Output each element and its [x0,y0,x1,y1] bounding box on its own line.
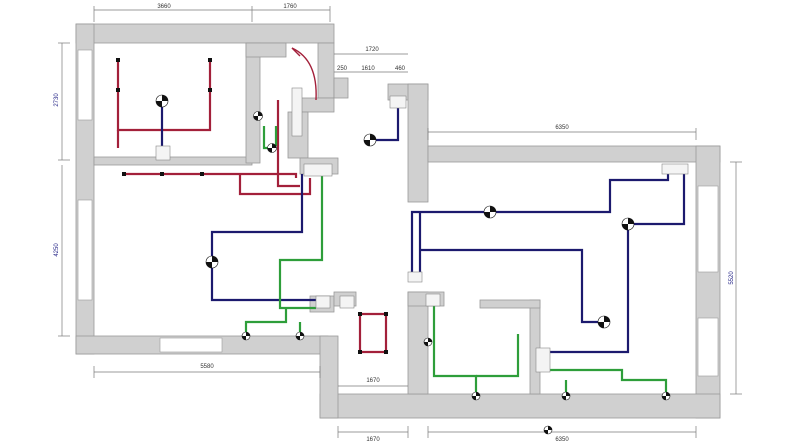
dim-small-c: 460 [395,66,406,72]
blue-circuit [160,104,686,354]
fixture-boxes [155,87,689,373]
dim-top-left: 3660 [157,4,171,10]
dim-mid-span: 1720 [365,47,379,53]
walls [75,23,721,419]
dim-bottom-right: 6350 [555,437,569,443]
dim-left-lower: 4250 [54,243,60,257]
red-ticks [116,58,388,354]
dim-bottom-left: 5580 [200,364,214,370]
dim-right-top: 6350 [555,125,569,131]
door-swing [291,47,317,101]
green-circuit [244,126,668,394]
dim-small-b: 1610 [361,66,375,72]
dim-inner-bottom: 1670 [366,378,380,384]
dim-small-a: 250 [337,66,348,72]
outlet-symbols [155,94,671,435]
dim-left-upper: 2730 [54,93,60,107]
dim-bottom-mid: 1670 [366,437,380,443]
dim-top-right: 1760 [283,4,297,10]
door-leaf [291,47,301,57]
dim-right-side: 5520 [729,271,735,285]
dimension-lines [58,6,742,438]
red-circuit [116,60,388,354]
